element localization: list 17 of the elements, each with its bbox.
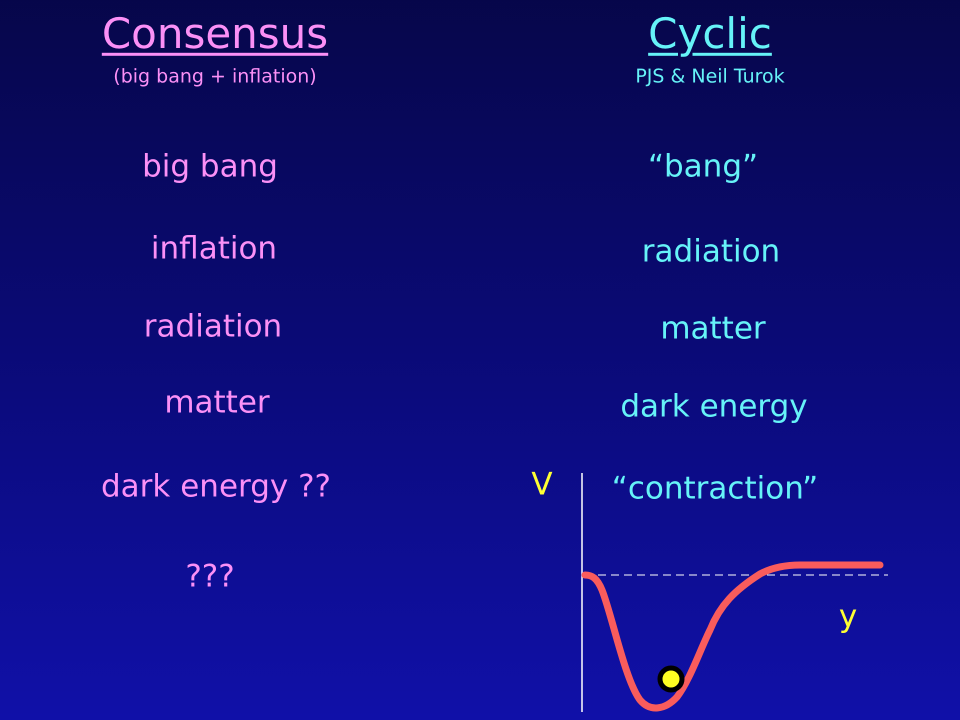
stage-label: “contraction” <box>612 470 818 508</box>
stage-label: matter <box>660 310 766 348</box>
stage-label: “bang” <box>648 148 758 186</box>
stage-label: radiation <box>144 308 282 346</box>
stage-label: dark energy ?? <box>101 468 331 506</box>
stage-label: inflation <box>150 230 278 268</box>
stage-label: dark energy <box>620 388 808 426</box>
axis-label: V <box>531 466 553 504</box>
stage-label: ??? <box>185 558 235 596</box>
axis-label: y <box>838 598 858 636</box>
column-heading: Cyclic <box>648 8 772 60</box>
stage-label: big bang <box>142 148 278 186</box>
stage-label: matter <box>164 384 270 422</box>
subtitle: PJS & Neil Turok <box>635 66 785 88</box>
stage-label: radiation <box>642 233 780 271</box>
column-heading: Consensus <box>102 8 328 60</box>
subtitle: (big bang + inflation) <box>113 66 317 88</box>
